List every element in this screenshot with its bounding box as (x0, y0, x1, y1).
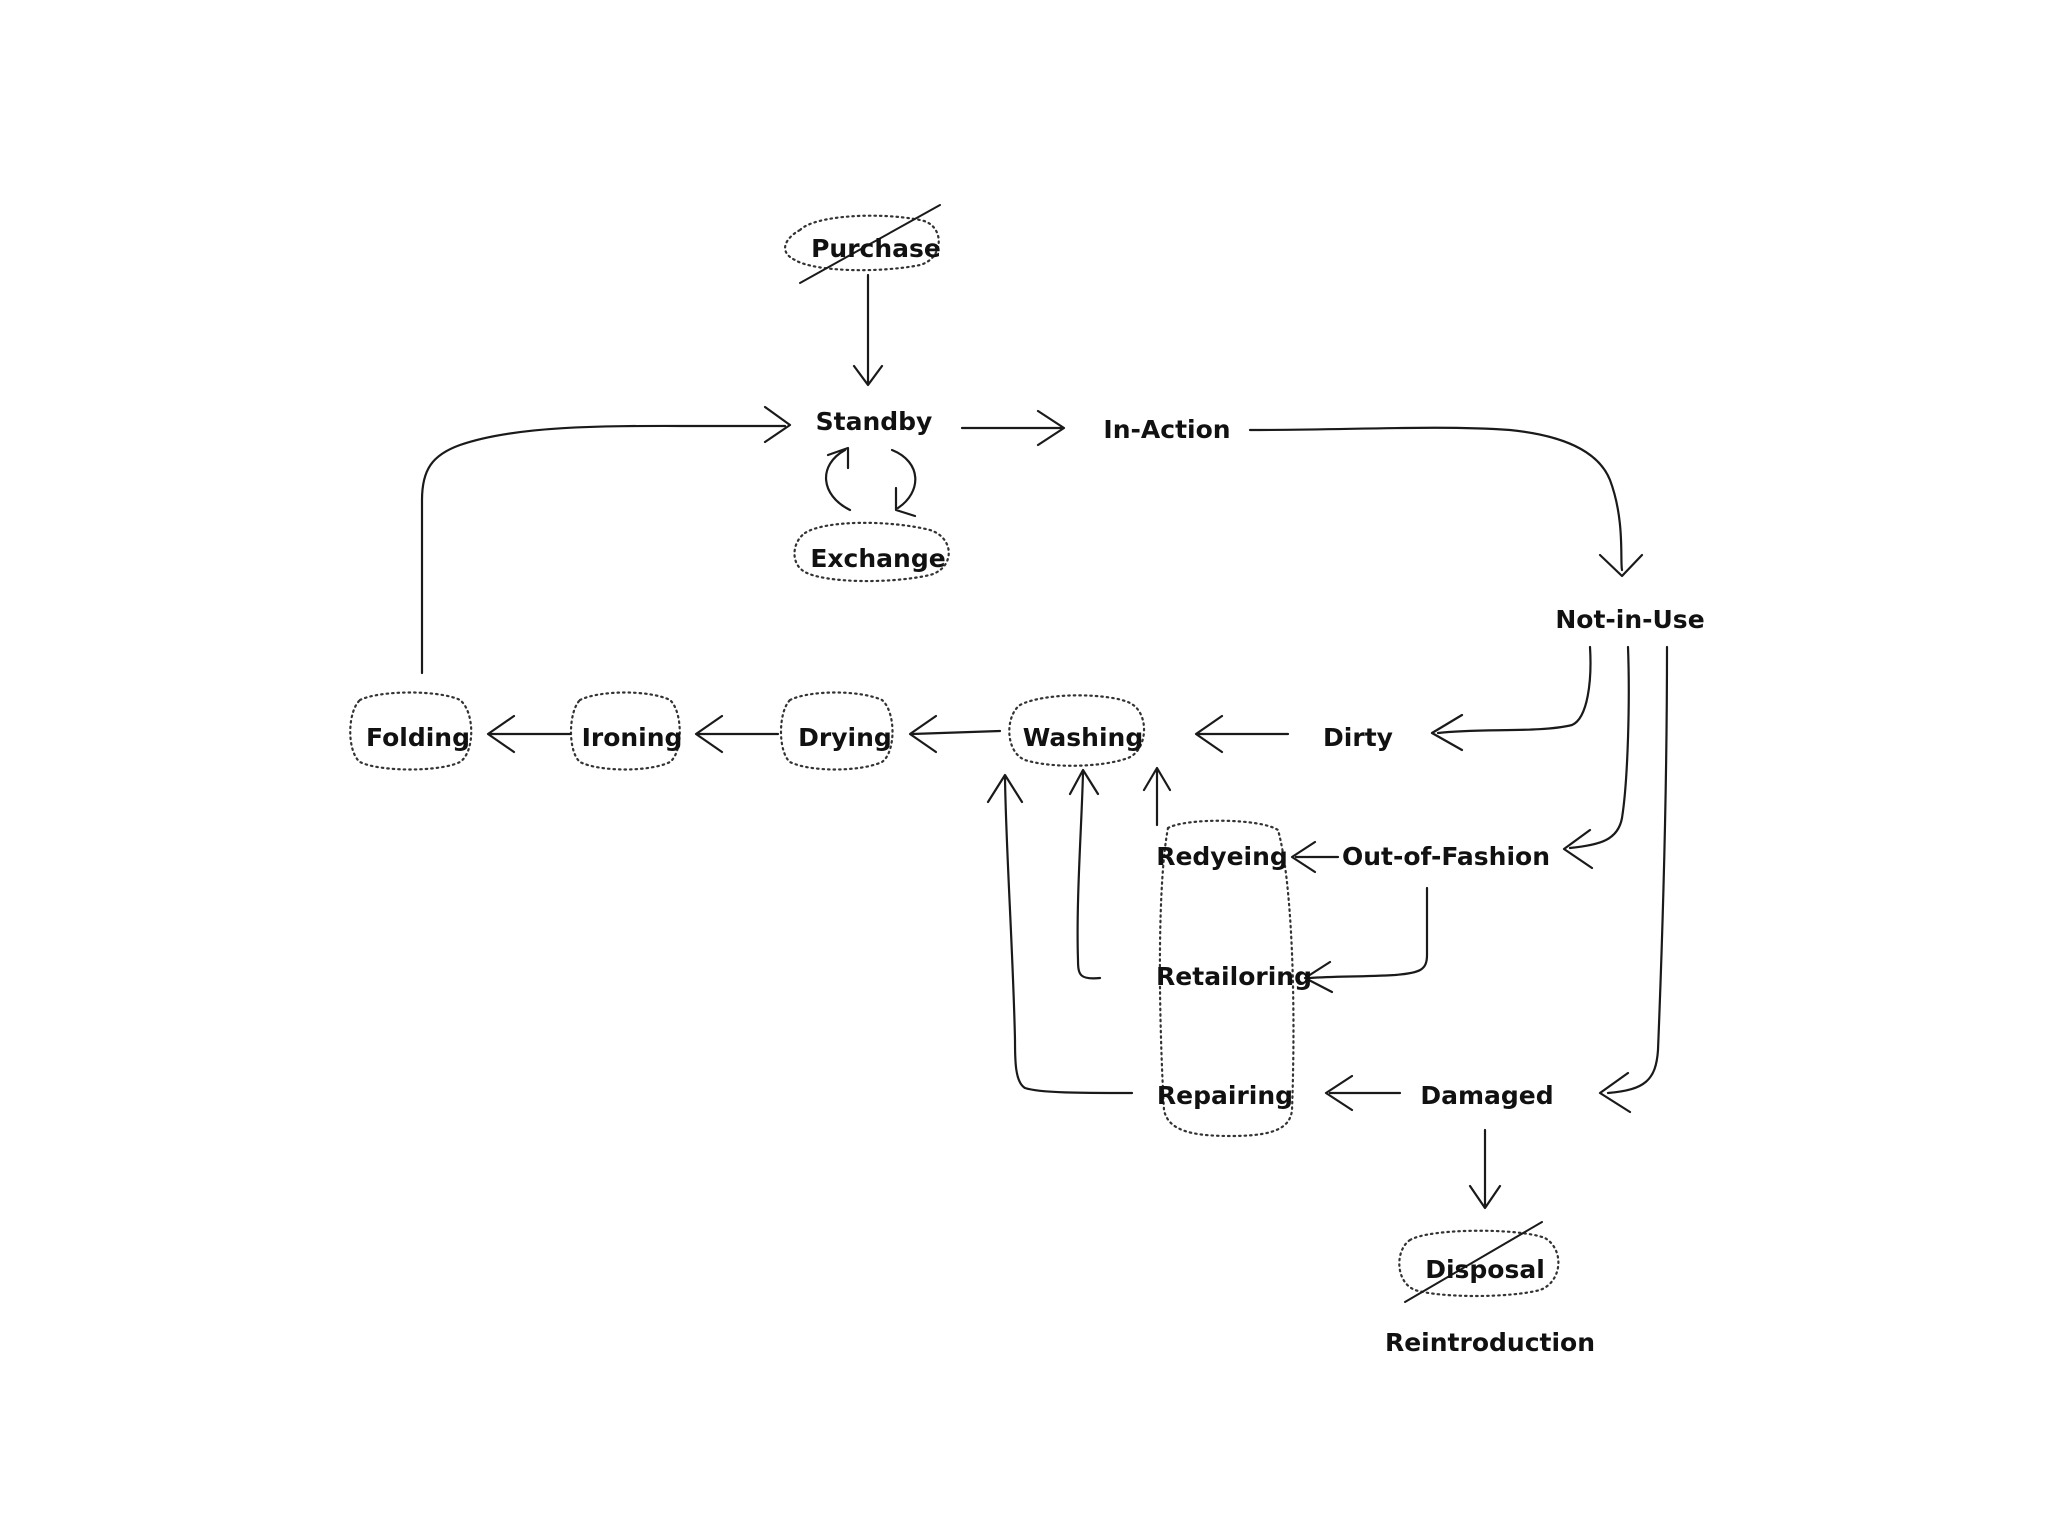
arrow-washing-drying (908, 714, 1002, 754)
arrow-retailoring-washing (1068, 768, 1102, 980)
disposal-strike (1404, 1221, 1543, 1303)
repair-group-bubble (1158, 819, 1295, 1138)
node-not-in-use: Not-in-Use (1555, 605, 1704, 634)
cycle-arrow-left (825, 446, 852, 512)
purchase-bubble (784, 214, 940, 272)
node-damaged: Damaged (1420, 1081, 1553, 1110)
arrow-standby-inaction (960, 409, 1066, 447)
node-disposal: Disposal (1425, 1255, 1545, 1284)
arrow-folding-standby (420, 405, 792, 675)
folding-bubble (349, 691, 473, 771)
arrow-drying-ironing (694, 714, 780, 754)
node-folding: Folding (366, 723, 470, 752)
arrow-purchase-standby (852, 273, 884, 387)
node-dirty: Dirty (1323, 723, 1393, 752)
dotted-bubbles (349, 214, 1560, 1298)
arrow-notinuse-damaged (1598, 645, 1669, 1114)
ironing-bubble (570, 691, 681, 771)
node-out-of-fashion: Out-of-Fashion (1342, 842, 1550, 871)
node-redyeing: Redyeing (1156, 842, 1288, 871)
arrow-outoffashion-redyeing (1290, 840, 1340, 874)
node-washing: Washing (1023, 723, 1144, 752)
node-purchase: Purchase (811, 234, 941, 263)
arrow-outoffashion-retailoring (1303, 886, 1429, 994)
exchange-bubble (793, 521, 950, 583)
node-ironing: Ironing (582, 723, 683, 752)
node-in-action: In-Action (1103, 415, 1230, 444)
arrow-damaged-disposal (1468, 1128, 1502, 1210)
arrow-damaged-repairing (1324, 1074, 1402, 1112)
washing-bubble (1008, 694, 1146, 767)
node-retailoring: Retailoring (1156, 962, 1312, 991)
purchase-strike (799, 204, 941, 284)
node-reintroduction: Reintroduction (1385, 1328, 1595, 1357)
arrow-dirty-washing (1194, 714, 1290, 754)
node-standby: Standby (816, 407, 933, 436)
arrow-ironing-folding (486, 714, 572, 754)
edges (420, 273, 1669, 1210)
arrow-notinuse-dirty (1430, 645, 1592, 752)
arrow-notinuse-outoffashion (1562, 645, 1630, 870)
node-drying: Drying (798, 723, 892, 752)
arrow-inaction-notinuse (1248, 426, 1644, 578)
node-repairing: Repairing (1157, 1081, 1293, 1110)
arrow-repairing-washing (986, 773, 1134, 1095)
node-exchange: Exchange (810, 544, 945, 573)
node-labels: Purchase Standby In-Action Exchange Not-… (366, 234, 1705, 1357)
arrow-redyeing-washing (1142, 766, 1172, 827)
strike-lines (799, 204, 1543, 1303)
drying-bubble (780, 691, 894, 771)
cycle-arrow-right (890, 448, 917, 518)
